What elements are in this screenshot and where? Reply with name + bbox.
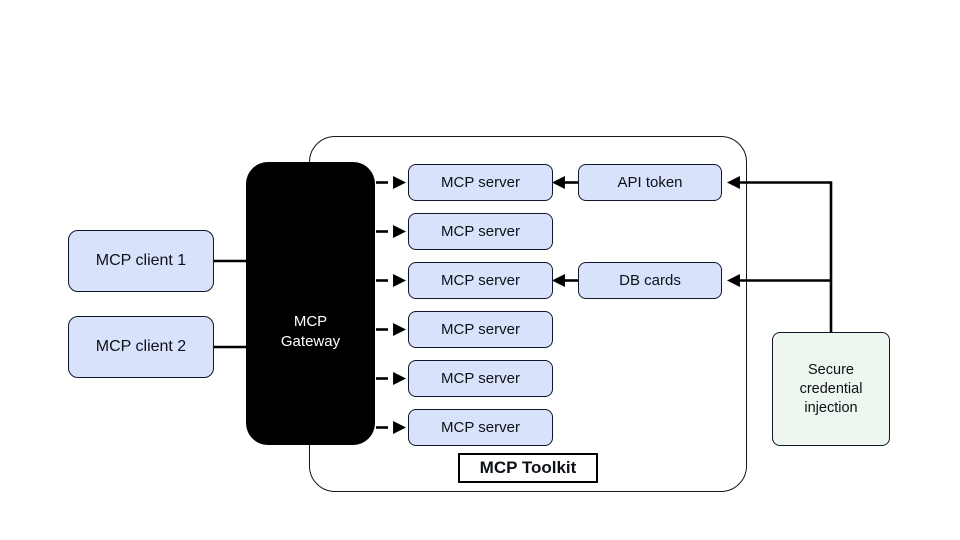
db-cards-label: DB cards [619,272,681,289]
mcp-toolkit-title-label: MCP Toolkit [479,458,577,477]
node-mcp-gateway: MCP Gateway [246,162,375,445]
node-mcp-client-2: MCP client 2 [68,316,214,378]
mcp-server-5-label: MCP server [441,370,520,387]
mcp-client-1-label: MCP client 1 [95,252,187,269]
mcp-server-1-label: MCP server [441,174,520,191]
mcp-client-2-label: MCP client 2 [95,338,187,355]
api-token-label: API token [617,174,683,191]
node-mcp-server-6: MCP server [408,409,553,446]
mcp-server-4-label: MCP server [441,321,520,338]
node-mcp-client-1: MCP client 1 [68,230,214,292]
node-api-token: API token [578,164,722,201]
secure-credential-injection-label: Secure credential injection [799,361,863,416]
mcp-server-6-label: MCP server [441,419,520,436]
node-mcp-server-2: MCP server [408,213,553,250]
node-secure-credential-injection: Secure credential injection [772,332,890,446]
node-db-cards: DB cards [578,262,722,299]
mcp-gateway-label: MCP Gateway [280,312,341,350]
mcp-server-3-label: MCP server [441,272,520,289]
node-mcp-server-4: MCP server [408,311,553,348]
mcp-toolkit-title: MCP Toolkit [458,453,598,483]
node-mcp-server-5: MCP server [408,360,553,397]
node-mcp-server-1: MCP server [408,164,553,201]
mcp-server-2-label: MCP server [441,223,520,240]
node-mcp-server-3: MCP server [408,262,553,299]
edge-secure-apitoken [726,176,833,332]
